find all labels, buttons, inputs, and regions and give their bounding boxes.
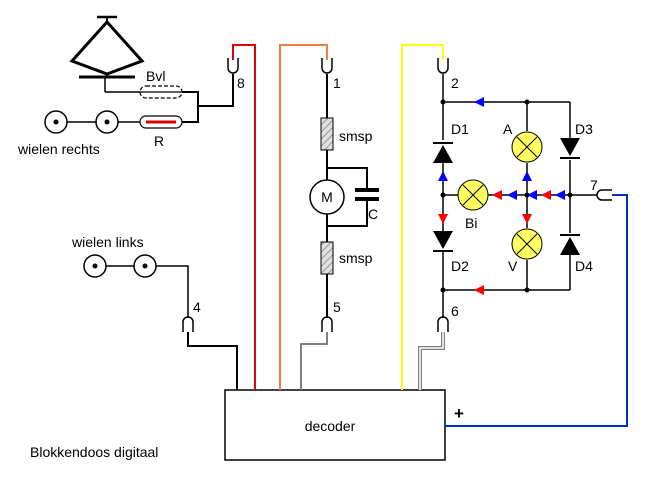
connector-6-icon	[437, 316, 449, 332]
wire-gray-6-outer	[418, 332, 445, 390]
wheels-left	[83, 254, 189, 318]
connector-8-label: 8	[237, 75, 245, 91]
plus-sign: +	[454, 404, 464, 423]
resistor-r	[139, 115, 183, 129]
lamp-a	[511, 131, 543, 163]
smsp-top-coil	[320, 117, 334, 151]
d2-label: D2	[451, 258, 469, 274]
wire-to-connector-8	[198, 74, 234, 107]
connector-5-icon	[321, 316, 333, 332]
wielen-links-label: wielen links	[71, 234, 144, 250]
connector-4-icon	[182, 316, 194, 332]
smsp-bottom-coil	[320, 241, 334, 275]
connector-4-label: 4	[193, 299, 201, 315]
connector-8-icon	[227, 58, 239, 74]
blue-current-arrows	[438, 97, 565, 200]
wire-red-8	[232, 44, 256, 390]
d4-label: D4	[575, 258, 593, 274]
connector-7-icon	[596, 189, 612, 201]
connector-7-label: 7	[590, 177, 598, 193]
wire-gray-6-inner	[419, 332, 444, 390]
d1-label: D1	[451, 121, 469, 137]
wheels-right	[44, 110, 140, 134]
wheel-dot	[142, 263, 148, 269]
r-label: R	[154, 133, 164, 149]
diode-d1	[433, 142, 453, 163]
d3-label: D3	[575, 121, 593, 137]
wheel-dot	[92, 263, 98, 269]
wire-black-4	[187, 332, 238, 390]
connector-2-icon	[437, 58, 449, 74]
decoder-label: decoder	[305, 418, 356, 434]
red-current-arrows	[438, 190, 551, 295]
diode-d2	[433, 231, 453, 252]
smsp-top-label: smsp	[339, 128, 373, 144]
wielen-rechts-label: wielen rechts	[17, 141, 100, 157]
wire-orange-1	[279, 44, 328, 390]
wire-gray-5	[300, 332, 328, 390]
smsp-bottom-label: smsp	[339, 250, 373, 266]
pantograph-icon	[69, 15, 145, 93]
connector-6-label: 6	[451, 303, 459, 319]
lamp-bi	[457, 179, 489, 211]
lamp-v-label: V	[508, 258, 518, 274]
connector-2-label: 2	[451, 75, 459, 91]
junction-dots	[440, 99, 573, 293]
bvl-label: Bvl	[146, 68, 165, 84]
connector-1-icon	[321, 58, 333, 74]
decoder-box	[224, 389, 446, 461]
connector-5-label: 5	[333, 299, 341, 315]
wheel-dot	[104, 119, 110, 125]
wire-yellow-2	[401, 44, 444, 390]
wire-blue-7	[445, 194, 628, 427]
connector-1-label: 1	[333, 75, 341, 91]
lamp-bi-label: Bi	[465, 215, 477, 231]
lamp-v	[511, 228, 543, 260]
wire-motor-cap-top	[327, 167, 368, 188]
bvl-fuse	[139, 85, 183, 99]
wheel-dot	[53, 119, 59, 125]
diode-d4	[560, 234, 580, 255]
wire-motor-cap-bottom	[327, 201, 368, 227]
wire-bvl-r-junction	[182, 91, 199, 123]
diode-d3	[560, 138, 580, 159]
motor-label: M	[321, 189, 333, 205]
capacitor-label: C	[368, 206, 378, 222]
lamp-a-label: A	[503, 121, 513, 137]
diagram-title: Blokkendoos digitaal	[30, 444, 158, 460]
